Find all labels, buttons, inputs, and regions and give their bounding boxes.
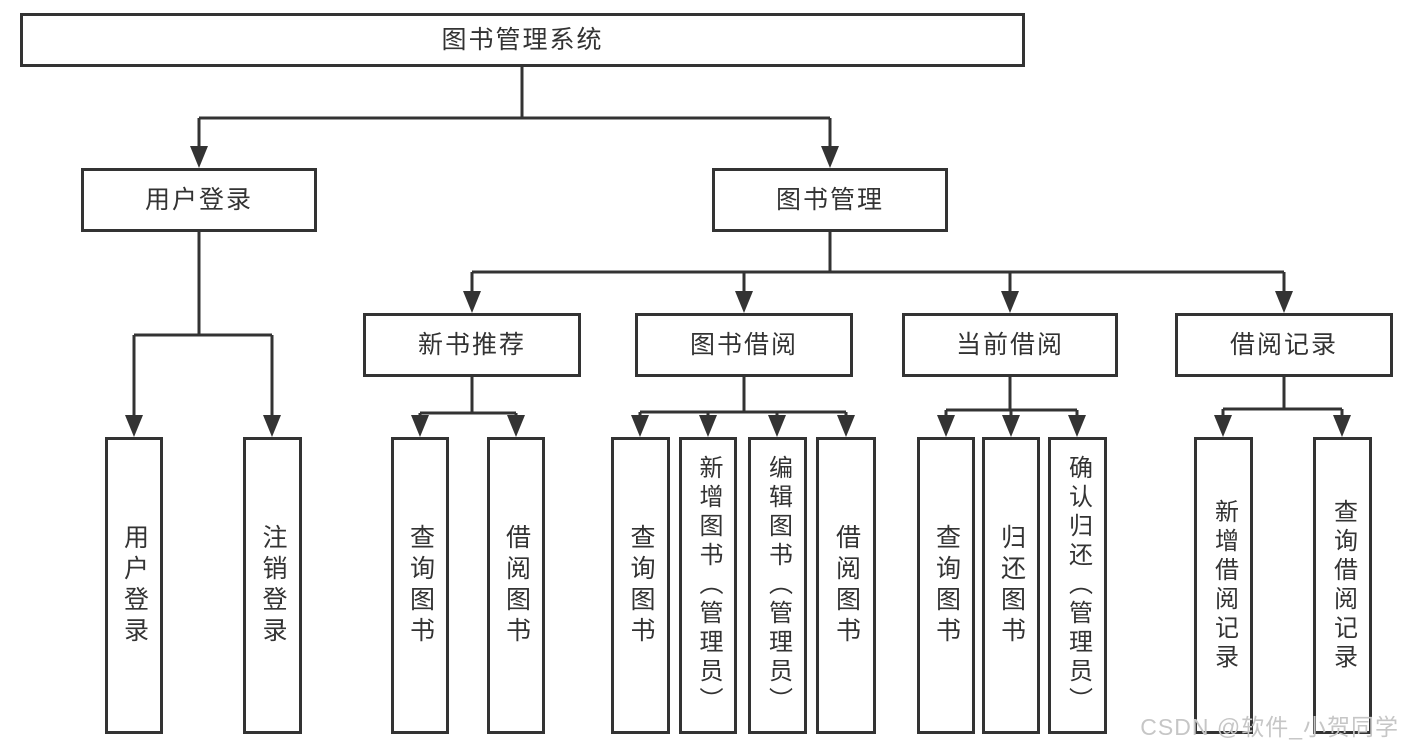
leaf-query-books-current: 查询图书 [917,437,975,734]
node-borrow-records: 借阅记录 [1175,313,1393,377]
node-current-borrowing-label: 当前借阅 [955,330,1064,359]
leaf-query-borrow-record: 查询借阅记录 [1313,437,1372,734]
node-user-login: 用户登录 [81,168,317,232]
node-book-borrowing: 图书借阅 [635,313,853,377]
node-borrow-records-label: 借阅记录 [1229,330,1338,359]
node-new-book-recommend-label: 新书推荐 [417,330,526,359]
leaf-logout-login-label: 注销登录 [259,523,287,648]
leaf-borrow-books-newbooks: 借阅图书 [487,437,545,734]
node-root: 图书管理系统 [20,13,1025,67]
leaf-logout-login: 注销登录 [243,437,302,734]
leaf-borrow-books-borrowing: 借阅图书 [816,437,876,734]
leaf-user-login: 用户登录 [105,437,163,734]
leaf-borrow-books-borrowing-label: 借阅图书 [832,523,861,648]
arrowheads [125,146,1351,437]
leaf-edit-books-admin: 编辑图书（管理员） [748,437,807,734]
leaf-query-books-borrowing-label: 查询图书 [627,523,655,648]
watermark: CSDN @软件_小贺同学 [1140,714,1399,740]
leaf-add-borrow-record: 新增借阅记录 [1194,437,1253,734]
node-book-management-label: 图书管理 [775,185,884,214]
leaf-query-books-current-label: 查询图书 [932,523,961,648]
leaf-add-books-admin-label: 新增图书（管理员） [695,455,722,716]
node-root-label: 图书管理系统 [441,25,604,54]
node-book-borrowing-label: 图书借阅 [689,330,798,359]
leaf-user-login-label: 用户登录 [120,523,149,648]
leaf-edit-books-admin-label: 编辑图书（管理员） [764,455,792,716]
leaf-return-books: 归还图书 [982,437,1040,734]
node-new-book-recommend: 新书推荐 [363,313,581,377]
leaf-confirm-return-admin-label: 确认归还（管理员） [1064,455,1092,716]
leaf-add-books-admin: 新增图书（管理员） [679,437,737,734]
leaf-borrow-books-newbooks-label: 借阅图书 [502,523,531,648]
node-book-management: 图书管理 [712,168,948,232]
leaf-query-books-borrowing: 查询图书 [611,437,670,734]
leaf-confirm-return-admin: 确认归还（管理员） [1048,437,1107,734]
leaf-query-borrow-record-label: 查询借阅记录 [1329,498,1357,673]
node-user-login-label: 用户登录 [144,185,253,214]
leaf-return-books-label: 归还图书 [997,523,1026,648]
leaf-add-borrow-record-label: 新增借阅记录 [1210,498,1238,673]
leaf-query-books-newbooks-label: 查询图书 [406,523,435,648]
leaf-query-books-newbooks: 查询图书 [391,437,449,734]
node-current-borrowing: 当前借阅 [902,313,1118,377]
